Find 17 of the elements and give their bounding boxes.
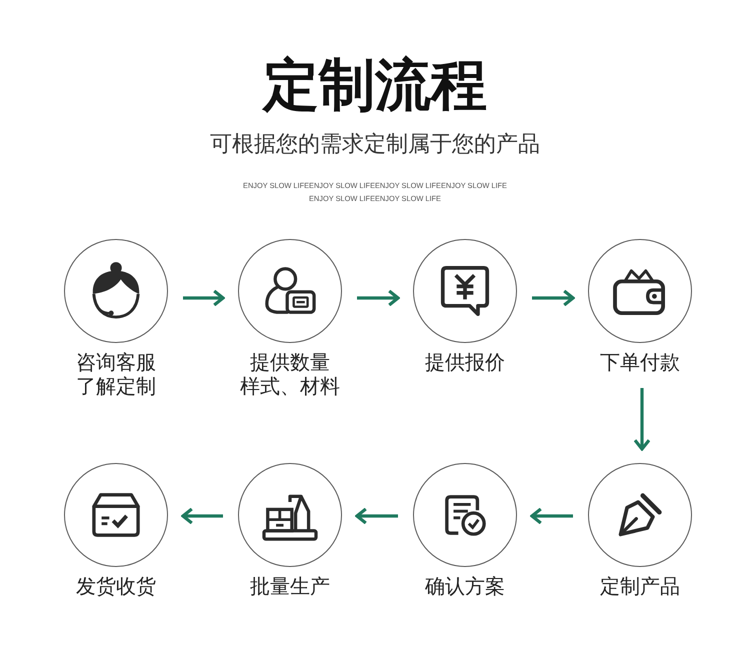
step-label: 下单付款	[600, 350, 680, 374]
arrow	[532, 290, 575, 306]
step-label: 咨询客服了解定制	[76, 350, 156, 398]
arrow	[183, 290, 225, 306]
arrow	[181, 508, 223, 524]
step-label: 确认方案	[425, 574, 505, 598]
step-label: 提供报价	[425, 350, 505, 374]
step-label: 提供数量样式、材料	[240, 350, 340, 398]
title: 定制流程	[263, 52, 487, 120]
arrow	[530, 508, 573, 524]
step-label: 批量生产	[250, 574, 330, 598]
arrow	[634, 388, 650, 451]
arrow	[357, 290, 400, 306]
subtitle: 可根据您的需求定制属于您的产品	[210, 131, 540, 159]
arrow	[355, 508, 398, 524]
step-label: 发货收货	[76, 574, 156, 598]
step-label: 定制产品	[600, 574, 680, 598]
